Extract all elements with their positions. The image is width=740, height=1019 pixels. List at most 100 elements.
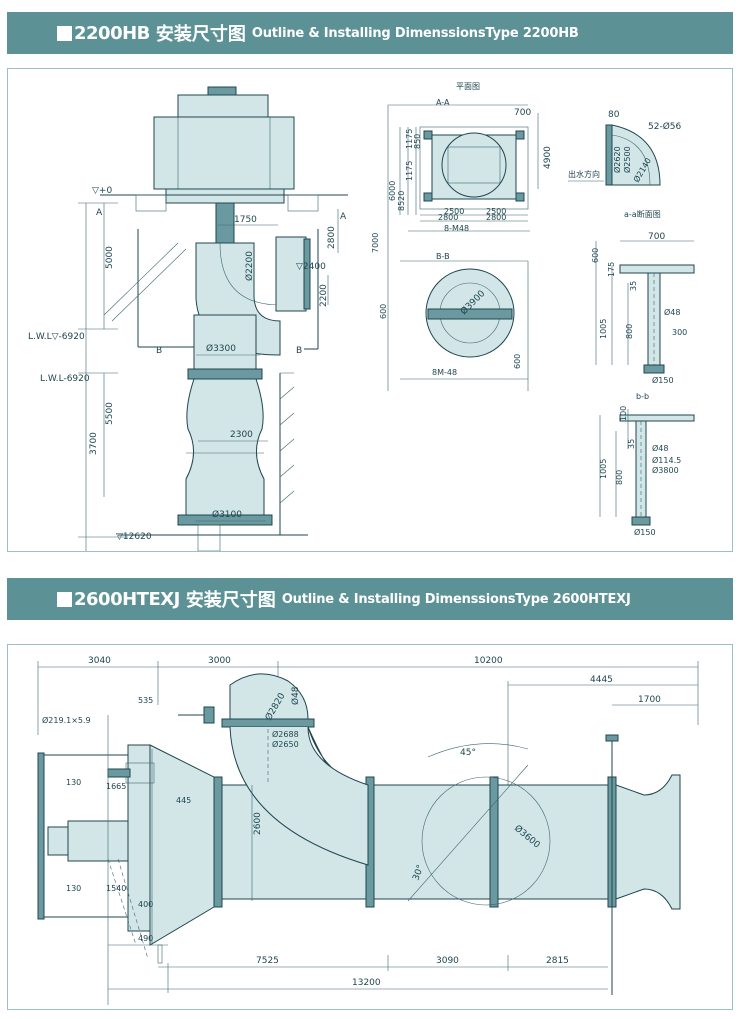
dim-13200: 13200 xyxy=(352,978,381,988)
dim-3090: 3090 xyxy=(436,956,459,966)
title-english: Outline & Installing DimenssionsType 220… xyxy=(251,25,579,41)
dim-2600: 2600 xyxy=(253,812,263,835)
sa-dia-48: Ø48 xyxy=(664,307,680,317)
plan-m48: 8-M48 xyxy=(444,224,469,233)
sa-dim-175: 175 xyxy=(607,262,616,277)
dim-535: 535 xyxy=(138,696,153,705)
title-english: Outline & Installing DimenssionsType 260… xyxy=(281,591,631,607)
dim-dia-2200: Ø2200 xyxy=(244,251,255,281)
dim-4445: 4445 xyxy=(590,675,613,685)
section-banner-2600htexj: 2600HTEXJ 安装尺寸图 Outline & Installing Dim… xyxy=(7,578,733,620)
lwl-label-2: L.W.L-6920 xyxy=(40,374,90,384)
sb-dia-114: Ø114.5 xyxy=(652,455,681,465)
outlet-detail: 80 52-Ø56 Ø2620 Ø2500 Ø2140 出水方向 xyxy=(568,110,682,186)
section-b-right: B xyxy=(296,346,302,356)
plan-dim-7000: 7000 xyxy=(371,233,380,253)
dim-dia-3300: Ø3300 xyxy=(206,343,236,354)
dim-10200: 10200 xyxy=(474,656,503,666)
dim-dia-3100: Ø3100 xyxy=(212,509,242,520)
outlet-dia-2620: Ø2620 xyxy=(612,146,622,173)
sb-dim-1005: 1005 xyxy=(599,459,608,479)
sb-dia-48: Ø48 xyxy=(652,443,668,453)
plan-dim-2800a: 2800 xyxy=(438,213,458,222)
section-a-detail: a-a断面图 700 600 175 35 Ø48 1005 800 300 Ø… xyxy=(591,209,695,385)
title-chinese: 安装尺寸图 xyxy=(155,24,246,45)
sa-dia-150: Ø150 xyxy=(652,375,674,385)
elbow-riser xyxy=(221,673,369,866)
dim-219: Ø219.1×5.9 xyxy=(42,715,91,725)
section-a-title: a-a断面图 xyxy=(624,209,661,219)
sb-dim-800: 800 xyxy=(615,470,624,485)
sa-dim-800: 800 xyxy=(625,324,634,339)
plan-dim-600b: 600 xyxy=(513,354,522,369)
outlet-dim-52: 52-Ø56 xyxy=(648,121,682,132)
plan-dim-4900: 4900 xyxy=(543,146,553,169)
pump-elevation: ▽+0 A A B B 1750 2800 5000 Ø2200 ▽2400 2… xyxy=(28,86,348,553)
dim-3000: 3000 xyxy=(208,656,231,666)
dim-1540: 1540 xyxy=(106,884,126,893)
model-name: 2200HB xyxy=(74,22,150,44)
section-a-left: A xyxy=(96,208,103,218)
model-name: 2600HTEXJ xyxy=(74,588,180,610)
sa-dim-35: 35 xyxy=(629,281,638,291)
plan-bb-label: B-B xyxy=(436,252,450,261)
dim-1750: 1750 xyxy=(234,215,257,225)
section-b-title: b-b xyxy=(636,392,649,401)
plan-dim-6000: 6000 xyxy=(388,181,397,201)
plan-dim-2500a: 2500 xyxy=(444,207,464,216)
elev-12620: ▽12620 xyxy=(116,532,152,542)
section-b-detail: b-b 100 35 Ø48 Ø114.5 Ø3800 1005 800 Ø15… xyxy=(599,392,695,537)
square-bullet-icon xyxy=(57,25,72,41)
dim-490: 490 xyxy=(138,934,153,943)
sb-dim-100: 100 xyxy=(619,406,628,421)
dim-5000: 5000 xyxy=(105,246,115,269)
dim-130b: 130 xyxy=(66,884,81,893)
section-b-left: B xyxy=(156,346,162,356)
dim-445: 445 xyxy=(176,796,191,805)
drawing-panel-2600htexj: 3040 3000 10200 4445 1700 xyxy=(7,644,733,1010)
plan-dim-2800b: 2800 xyxy=(486,213,506,222)
dim-400: 400 xyxy=(138,900,153,909)
dim-dia-2650: Ø2650 xyxy=(272,739,299,749)
outlet-direction: 出水方向 xyxy=(568,169,600,179)
plan-aa-label: A-A xyxy=(436,98,450,107)
drawing-panel-2200hb: ▽+0 A A B B 1750 2800 5000 Ø2200 ▽2400 2… xyxy=(7,68,733,553)
dim-3040: 3040 xyxy=(88,656,111,666)
dim-2815: 2815 xyxy=(546,956,569,966)
dim-45deg: 45° xyxy=(460,748,476,758)
plan-dim-600: 600 xyxy=(379,304,388,319)
section-banner-2200hb: 2200HB 安装尺寸图 Outline & Installing Dimens… xyxy=(7,12,733,54)
drawing-2600htexj: 3040 3000 10200 4445 1700 xyxy=(37,656,699,1005)
dim-7525: 7525 xyxy=(256,956,279,966)
dim-1665: 1665 xyxy=(106,782,126,791)
dim-130a: 130 xyxy=(66,778,81,787)
plan-dim-8520: 8520 xyxy=(397,191,406,211)
dim-1700: 1700 xyxy=(638,695,661,705)
sa-dim-300: 300 xyxy=(672,328,687,337)
sa-dim-1005: 1005 xyxy=(599,319,608,339)
square-bullet-icon xyxy=(57,591,72,607)
section-a-right: A xyxy=(340,212,347,222)
dim-5500: 5500 xyxy=(105,402,115,425)
outlet-dia-2500: Ø2500 xyxy=(622,146,632,173)
plan-dim-850: 850 xyxy=(413,134,422,149)
sb-dia-3800: Ø3800 xyxy=(652,465,679,475)
plan-8m48: 8M-48 xyxy=(432,368,457,377)
dim-2200: 2200 xyxy=(319,284,329,307)
dim-dia-48: Ø48 xyxy=(290,686,301,705)
drawing-2200hb: ▽+0 A A B B 1750 2800 5000 Ø2200 ▽2400 2… xyxy=(28,82,695,553)
plan-dim-700: 700 xyxy=(514,108,531,118)
sb-dim-35: 35 xyxy=(627,439,636,449)
sb-dia-150: Ø150 xyxy=(634,527,656,537)
title-chinese: 安装尺寸图 xyxy=(185,590,276,611)
plan-dim-1175b: 1175 xyxy=(405,129,414,149)
dim-dia-2688: Ø2688 xyxy=(272,729,299,739)
sa-dim-600: 600 xyxy=(591,248,600,263)
dim-2300: 2300 xyxy=(230,430,253,440)
elev-plus0: ▽+0 xyxy=(92,186,112,196)
elev-2400: ▽2400 xyxy=(296,262,326,272)
dim-2800: 2800 xyxy=(327,226,337,249)
dim-3700: 3700 xyxy=(89,432,99,455)
plan-view: 平面图 A-A 700 4900 6000 8520 1175 1175 xyxy=(371,82,553,391)
intake-assembly xyxy=(37,744,215,964)
